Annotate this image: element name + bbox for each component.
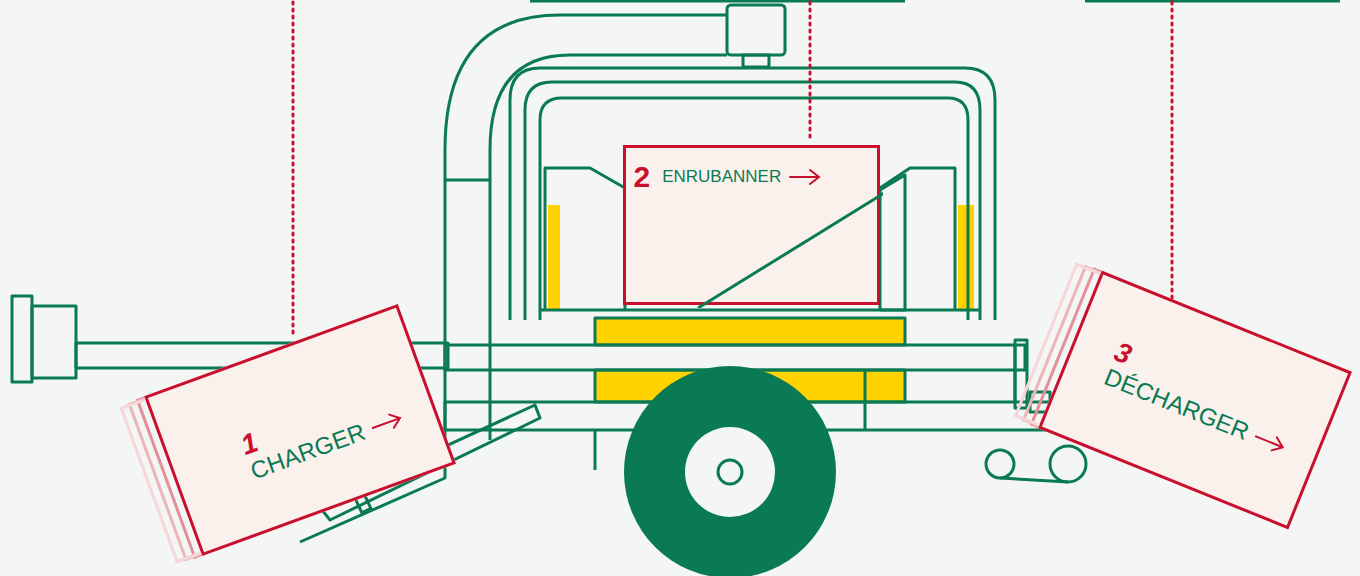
bale-label: 1CHARGER [148,308,440,519]
wrapping-head [727,5,785,55]
direction-arrow [789,167,825,187]
direction-arrow [368,407,409,438]
wheel [624,366,836,576]
bale-box: 2 ENRUBANNER [623,145,880,305]
bale-box: 1CHARGER [144,304,456,556]
bale-label: 3DÉCHARGER [1060,275,1348,482]
wrap-layer [119,398,201,563]
hitch [12,296,32,382]
wheel-hub [685,427,775,517]
yellow-part [548,205,560,310]
wrap-layer [1022,265,1102,428]
side-roller [880,168,955,310]
wrap-layer [136,396,203,559]
callout-box-edge [530,0,905,3]
unload-arm [1000,478,1068,482]
direction-arrow [1251,427,1292,459]
step-number: 2 [634,162,651,192]
frame [540,309,980,312]
chassis-post [864,370,867,430]
wrapping-head [743,55,769,67]
callout-box-edge [1085,0,1340,3]
hitch [32,306,76,378]
bale-box: 3DÉCHARGER [1038,271,1352,530]
side-roller [545,168,625,310]
platform [595,318,905,345]
wrap-layer [127,397,201,561]
step-label: ENRUBANNER [662,167,825,187]
wrap-layer [1030,267,1102,428]
leader-line [292,2,295,335]
step-label: CHARGER [247,404,410,485]
wrap-layer [1014,262,1101,426]
chassis-post [1015,340,1027,408]
ramp [880,175,905,310]
wrapping-arch [540,98,968,320]
bale-label: 2 ENRUBANNER [626,148,877,202]
wrapping-arch [510,68,995,320]
chassis-post [594,430,597,470]
leader-line [1171,2,1174,300]
leader-line [809,2,812,142]
wrapping-arch [525,82,980,320]
pipe-joint [445,179,490,182]
unload-roller [986,450,1014,478]
wheel-hub [718,460,742,484]
step-label: DÉCHARGER [1101,364,1294,462]
yellow-part [958,205,974,310]
unload-roller [1050,446,1086,482]
